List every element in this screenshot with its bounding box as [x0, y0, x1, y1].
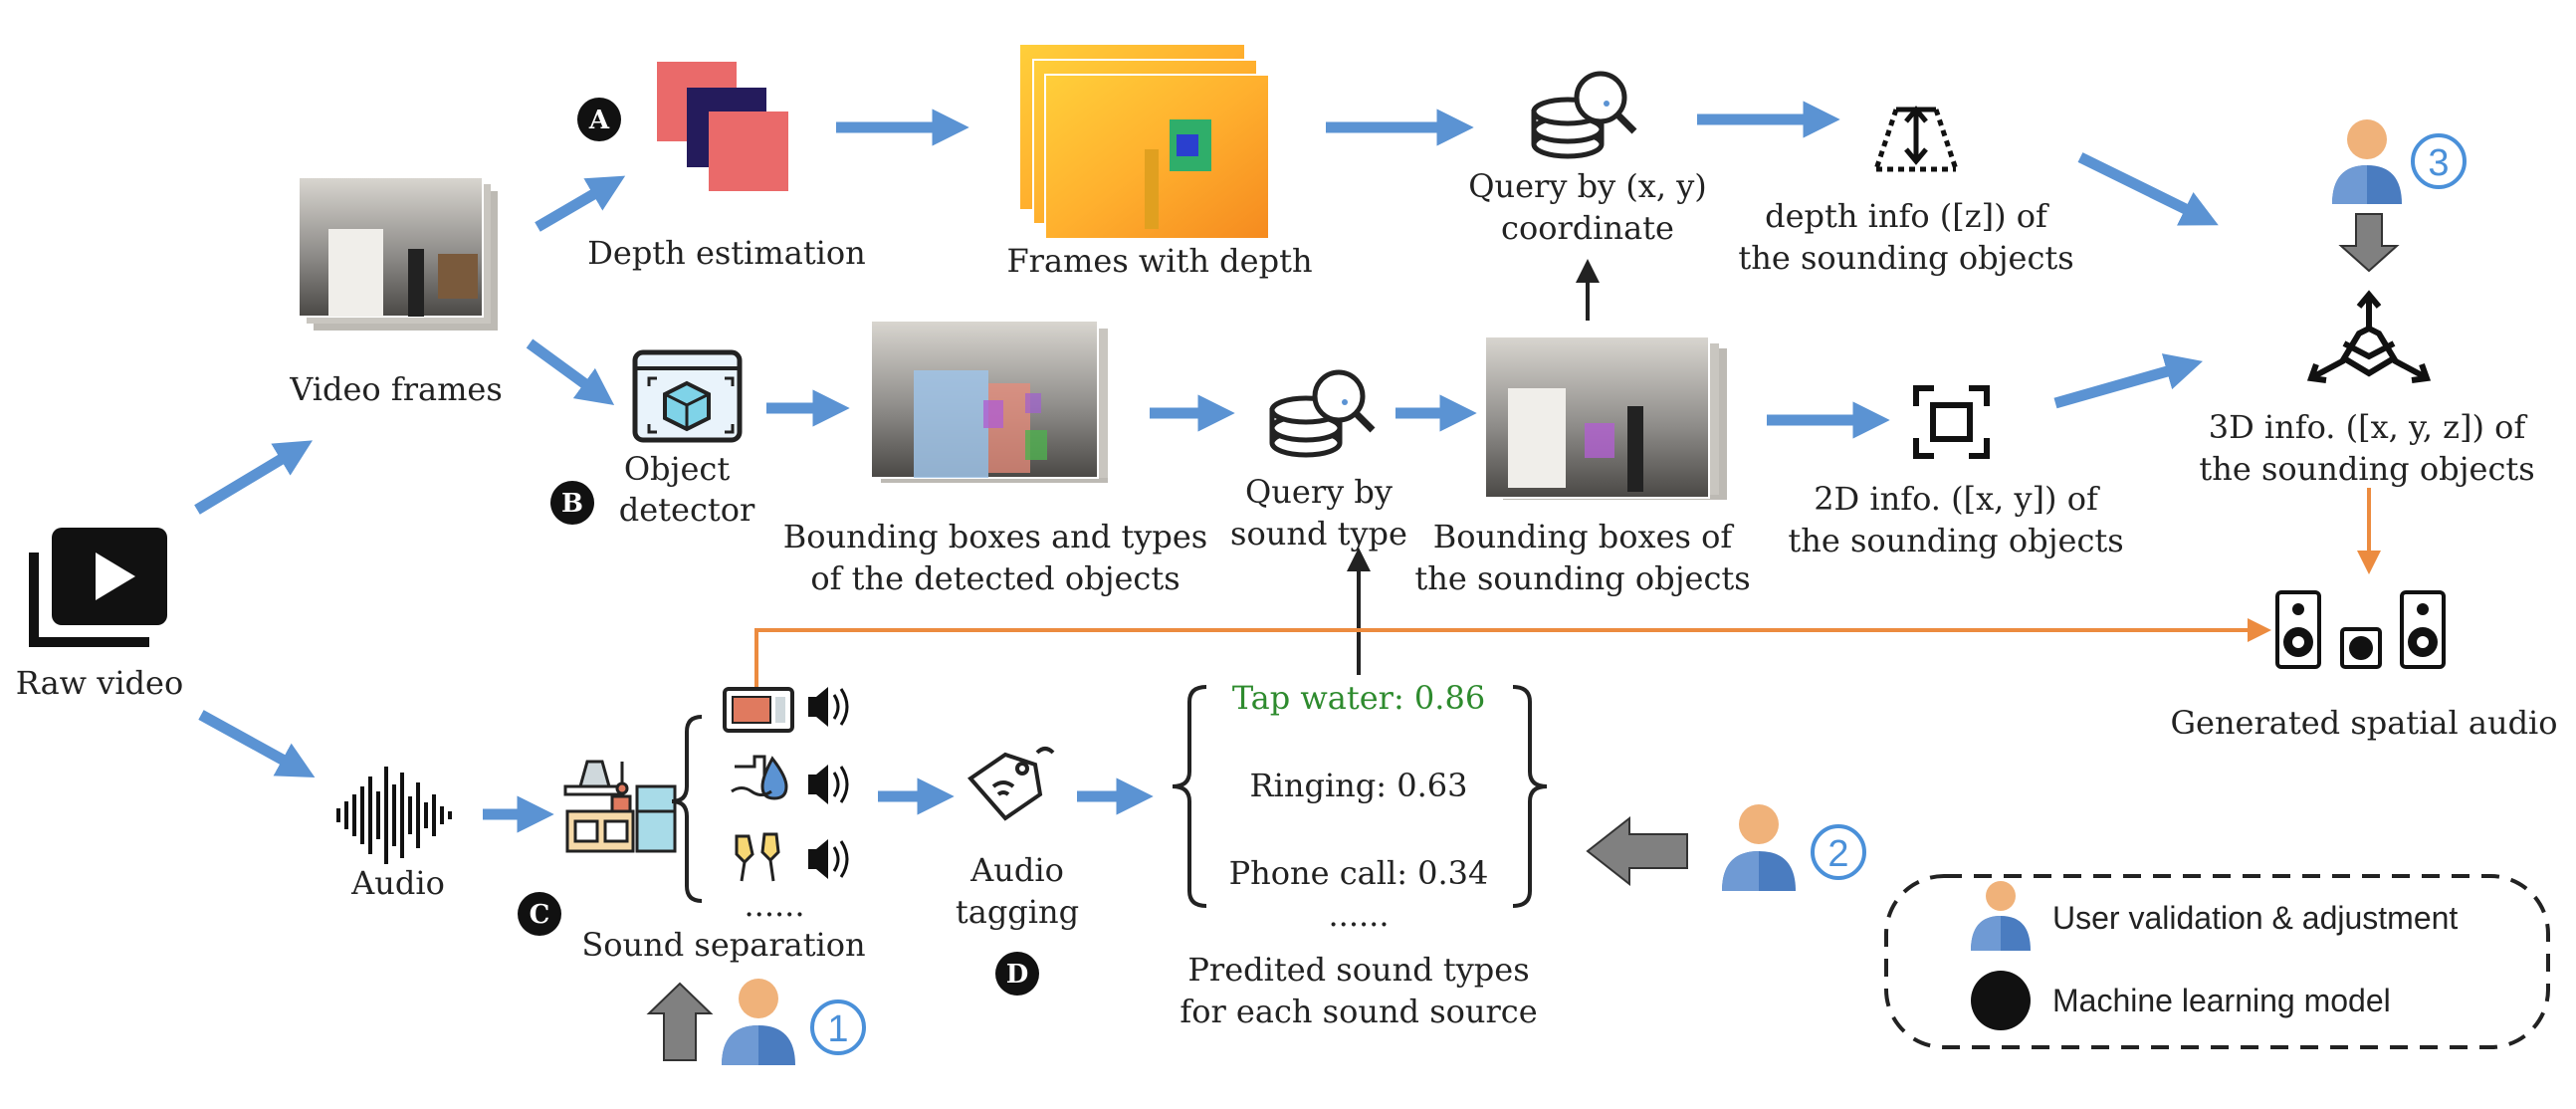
badge-b [550, 481, 594, 525]
tap-water-icon [731, 755, 788, 800]
legend-user-label: User validation & adjustment [2052, 900, 2458, 936]
step-3-badge [2411, 133, 2467, 189]
info-3d-label-1: 3D info. ([x, y, z]) of [2209, 408, 2528, 446]
legend-ml-icon [1971, 971, 2031, 1030]
step-3-number: 3 [2428, 142, 2449, 184]
3d-axes-icon [2306, 290, 2432, 383]
query-xy-label-1: Query by (x, y) [1468, 167, 1707, 205]
arrow-separation-to-spatial-audio [754, 618, 2271, 697]
badge-a [577, 98, 621, 141]
query-sound-label-1: Query by [1245, 473, 1393, 511]
spatial-audio-label: Generated spatial audio [2170, 704, 2557, 742]
champagne-icon [735, 832, 780, 882]
play-video-icon [29, 528, 167, 647]
info-3d-label-2: the sounding objects [2199, 450, 2534, 488]
speaker-sound-icons [808, 687, 849, 879]
arrow-frames-to-detector [526, 338, 615, 406]
tag-ringing: Ringing: 0.63 [1250, 767, 1468, 804]
microwave-icon [723, 687, 794, 733]
badge-d-letter: D [1006, 960, 1029, 990]
separation-brace [671, 715, 703, 903]
frames-with-depth-label: Frames with depth [1006, 242, 1312, 280]
separation-ellipsis: ...... [744, 886, 804, 924]
query-sound-label-2: sound type [1230, 515, 1407, 553]
predicted-label-2: for each sound source [1180, 993, 1537, 1030]
legend-ml-label: Machine learning model [2052, 983, 2391, 1018]
frames-with-depth-image [1020, 45, 1270, 240]
database-search-icon-2 [1269, 369, 1376, 458]
user-icon-step-2 [1722, 804, 1796, 891]
audio-label: Audio [350, 864, 445, 902]
sounding-bboxes-image [1484, 335, 1727, 500]
step-1-number: 1 [827, 1008, 848, 1050]
sounding-bboxes-label-2: the sounding objects [1414, 559, 1750, 597]
predicted-label-1: Predited sound types [1187, 951, 1529, 989]
badge-c [518, 892, 561, 936]
user-icon-step-3 [2332, 119, 2402, 204]
sounding-bboxes-label-1: Bounding boxes of [1433, 518, 1735, 555]
object-detector-icon [632, 349, 743, 443]
depth-measure-icon [1873, 106, 1959, 172]
detected-bboxes-label-1: Bounding boxes and types [783, 518, 1207, 555]
audio-tagging-label-1: Audio [969, 851, 1064, 889]
detected-bboxes-label-2: of the detected objects [810, 559, 1180, 597]
info-2d-label-2: the sounding objects [1788, 522, 2123, 559]
badge-b-letter: B [561, 489, 583, 519]
depth-info-label-1: depth info ([z]) of [1765, 197, 2049, 235]
step-2-number: 2 [1827, 833, 1848, 875]
speaker-icon [2275, 590, 2446, 669]
kitchen-icon [563, 760, 677, 853]
audio-tagging-label-2: tagging [956, 893, 1079, 931]
info-2d-label-1: 2D info. ([x, y]) of [1814, 480, 2100, 518]
legend: User validation & adjustment Machine lea… [1884, 874, 2550, 1049]
flow-arrows [194, 101, 2219, 833]
step-2-badge [1811, 824, 1866, 880]
arrow-user-to-predictions [1586, 815, 1688, 887]
depth-estimation-label: Depth estimation [587, 234, 866, 272]
object-detector-label-2: detector [619, 491, 755, 529]
badge-a-letter: A [588, 106, 610, 135]
depth-info-label-2: the sounding objects [1738, 239, 2073, 277]
arrow-frames-to-depth [535, 175, 626, 232]
badge-c-letter: C [530, 900, 550, 930]
raw-video-label: Raw video [16, 664, 183, 702]
badge-d [995, 952, 1039, 996]
waveform-icon [336, 767, 452, 864]
arrow-raw-to-audio [198, 710, 316, 778]
database-search-icon [1531, 71, 1637, 159]
arrow-raw-to-frames [194, 440, 314, 515]
legend-user-icon [1971, 881, 2031, 951]
bounding-box-icon [1913, 385, 1990, 459]
sound-separation-label: Sound separation [581, 926, 865, 964]
predictions-left-brace [1172, 685, 1207, 908]
arrow-depth-info-to-3d [2077, 152, 2219, 226]
user-icon-step-1 [722, 979, 795, 1065]
arrow-2d-to-3d [2053, 353, 2203, 409]
arrow-user-to-separation [646, 982, 714, 1061]
video-frames-label: Video frames [289, 370, 503, 408]
video-frames-image [298, 176, 498, 331]
object-detector-label-1: Object [624, 450, 731, 488]
tag-ellipsis: ...... [1328, 896, 1389, 934]
arrow-user-to-3d [2338, 213, 2400, 273]
audio-tag-icon [967, 747, 1055, 821]
query-xy-label-2: coordinate [1501, 209, 1674, 247]
tag-tap-water: Tap water: 0.86 [1232, 679, 1485, 717]
predictions-right-brace [1512, 685, 1548, 908]
tag-phone-call: Phone call: 0.34 [1229, 854, 1489, 892]
detected-bboxes-image [870, 320, 1108, 483]
step-1-badge [810, 999, 866, 1055]
depth-model-icon [657, 62, 788, 191]
